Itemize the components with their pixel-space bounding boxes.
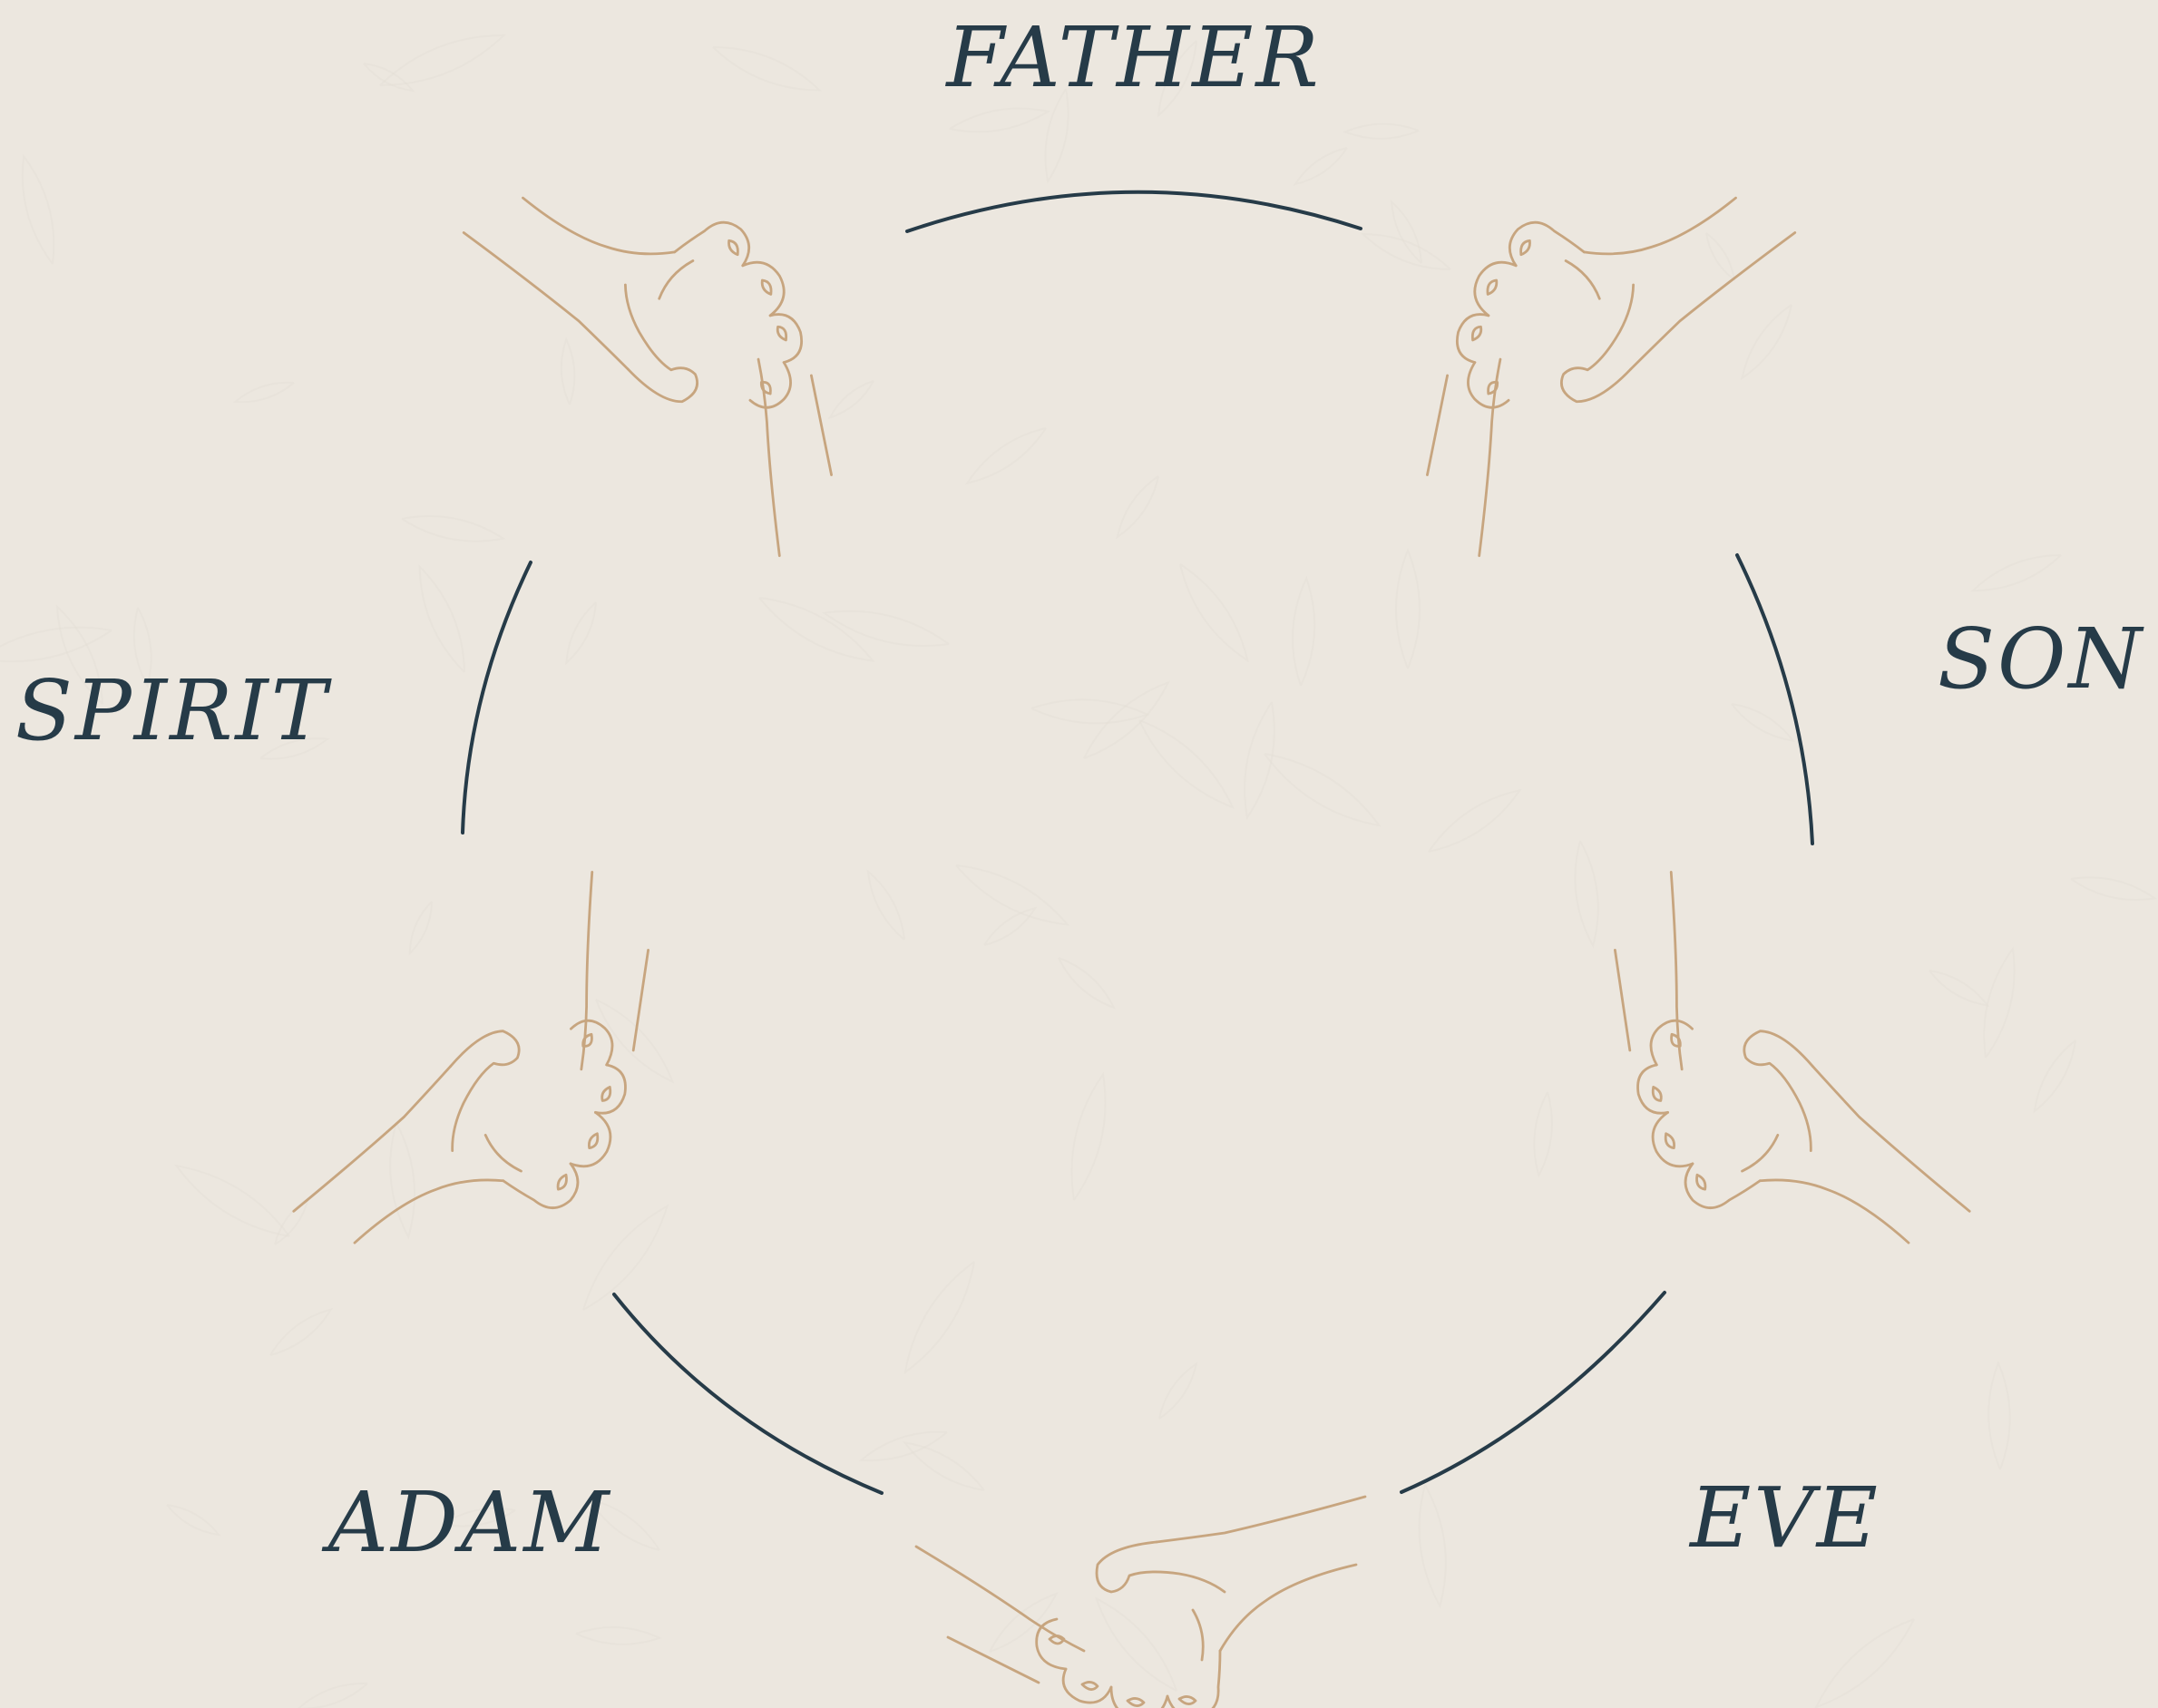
- arc-right: [1737, 555, 1812, 844]
- leaf-mark: [1154, 1360, 1202, 1422]
- leaf-mark: [13, 153, 63, 267]
- leaf-mark: [1734, 300, 1799, 384]
- leaf-mark: [1360, 225, 1454, 278]
- label-adam: ADAM: [321, 1474, 612, 1571]
- leaf-mark: [1257, 742, 1386, 836]
- leaf-mark: [1975, 946, 2024, 1060]
- leaf-mark: [385, 1122, 419, 1239]
- leaf-mark: [1530, 1091, 1556, 1176]
- leaf-mark: [1030, 697, 1147, 726]
- leaf-mark: [962, 420, 1051, 491]
- handclasp-top-left: [464, 96, 915, 587]
- leaf-mark: [573, 1197, 678, 1318]
- leaf-mark: [164, 1499, 222, 1540]
- handclasp-right: [1529, 844, 1969, 1339]
- leaf-mark: [1969, 546, 2065, 600]
- leaf-mark: [1987, 1362, 2011, 1469]
- handclasp-bottom: [916, 1497, 1365, 1708]
- leaf-mark: [950, 854, 1073, 936]
- leaf-mark: [984, 1587, 1062, 1659]
- leaf-mark: [561, 600, 602, 666]
- leaf-mark: [1396, 551, 1420, 669]
- leaf-mark: [266, 1303, 336, 1362]
- leaf-mark: [405, 900, 437, 956]
- leaf-mark: [708, 36, 824, 101]
- handclasp-top-right: [1343, 96, 1795, 587]
- leaf-mark: [1111, 472, 1165, 541]
- leaf-mark: [826, 376, 877, 422]
- leaf-mark: [1292, 142, 1351, 189]
- leaf-mark: [1235, 699, 1284, 820]
- leaf-mark: [2069, 871, 2157, 907]
- leaf-mark: [170, 1155, 297, 1248]
- leaf-mark: [1054, 952, 1119, 1013]
- leaf-mark: [576, 1625, 660, 1646]
- arc-lower-left: [614, 1294, 882, 1493]
- leaf-mark: [1345, 123, 1419, 140]
- leaf-mark: [1728, 698, 1797, 747]
- leaf-mark: [296, 1676, 370, 1708]
- leaf-mark: [1702, 230, 1739, 283]
- leaf-mark: [753, 586, 879, 672]
- leaf-mark: [1413, 1483, 1452, 1607]
- leaf-mark: [894, 1254, 986, 1379]
- leaf-mark: [1061, 1071, 1116, 1203]
- label-spirit: SPIRIT: [15, 662, 332, 759]
- clasped-hands-group: [294, 96, 1969, 1708]
- leaf-mark: [1087, 1591, 1186, 1699]
- leaf-mark: [948, 102, 1050, 139]
- leaf-mark: [900, 1435, 989, 1498]
- leaf-mark: [1926, 965, 1991, 1011]
- leaf-pattern-background: [0, 23, 2157, 1708]
- leaf-mark: [2027, 1036, 2083, 1115]
- leaf-mark: [400, 509, 505, 549]
- leaf-mark: [1170, 558, 1257, 668]
- leaf-mark: [981, 903, 1039, 951]
- arc-lower-right: [1401, 1293, 1665, 1492]
- leaf-mark: [858, 1424, 950, 1469]
- leaf-mark: [409, 562, 475, 677]
- leaf-mark: [1807, 1609, 1922, 1708]
- label-father: FATHER: [944, 9, 1321, 106]
- leaf-mark: [1290, 578, 1317, 687]
- leaf-mark: [560, 339, 576, 405]
- leaf-mark: [233, 377, 296, 408]
- handclasp-left: [294, 844, 734, 1339]
- leaf-mark: [1130, 711, 1241, 817]
- leaf-mark: [1422, 781, 1526, 861]
- arc-top: [907, 192, 1361, 231]
- leaf-mark: [1569, 840, 1603, 947]
- leaf-mark: [861, 868, 911, 943]
- label-eve: EVE: [1688, 1469, 1880, 1566]
- leaf-mark: [821, 600, 952, 657]
- arc-left: [463, 562, 531, 833]
- label-son: SON: [1938, 610, 2144, 708]
